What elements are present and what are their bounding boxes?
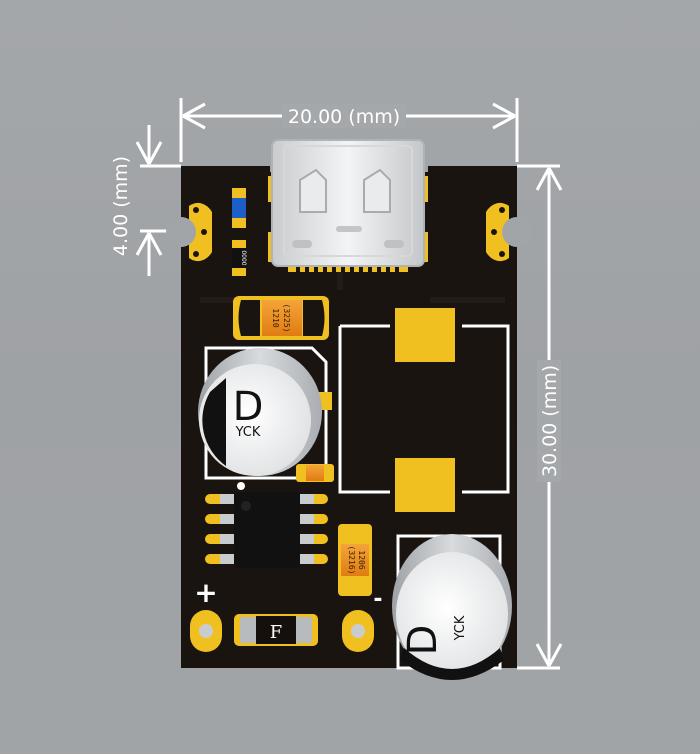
fuse: F bbox=[234, 614, 318, 646]
width-dimension: 20.00 (mm) bbox=[179, 98, 519, 162]
capacitor-bottom-brand: YCK bbox=[453, 615, 468, 641]
inductor-top-code: 1210 bbox=[271, 308, 280, 327]
resistor-code: 0000 bbox=[240, 250, 247, 265]
inductor-bottom-code2: (3216) bbox=[347, 546, 356, 575]
capacitor-top-label: D bbox=[233, 384, 264, 430]
ic-chip bbox=[205, 482, 328, 568]
silk-plus: + bbox=[194, 576, 217, 609]
capacitor-top: D YCK bbox=[198, 346, 332, 480]
smd-resistor: 0000 bbox=[232, 240, 247, 276]
capacitor-top-brand: YCK bbox=[235, 425, 261, 440]
smd-capacitor-blue bbox=[232, 188, 246, 228]
pcb-board: 0000 1210 (3225) D YCK bbox=[166, 139, 532, 680]
capacitor-bottom: D YCK bbox=[392, 534, 512, 680]
power-inductor bbox=[338, 308, 510, 512]
offset-dimension-label: 4.00 (mm) bbox=[110, 156, 132, 256]
width-dimension-label: 20.00 (mm) bbox=[288, 106, 400, 128]
height-dimension-label: 30.00 (mm) bbox=[539, 365, 561, 477]
power-pad-positive: + bbox=[190, 576, 222, 652]
height-dimension: 30.00 (mm) bbox=[517, 164, 563, 670]
inductor-top: 1210 (3225) bbox=[233, 296, 329, 340]
inductor-top-code2: (3225) bbox=[282, 304, 291, 333]
smd-orange-small bbox=[296, 464, 334, 482]
fuse-label: F bbox=[270, 622, 283, 643]
capacitor-bottom-label: D bbox=[400, 625, 446, 656]
power-pad-negative: - bbox=[342, 587, 383, 652]
offset-dimension: 4.00 (mm) bbox=[110, 125, 181, 276]
inductor-bottom-code: 1206 bbox=[357, 550, 366, 569]
silk-minus: - bbox=[373, 587, 382, 612]
mounting-hole-right bbox=[486, 202, 532, 262]
usb-c-connector bbox=[268, 139, 428, 272]
inductor-bottom: 1206 (3216) bbox=[338, 524, 372, 596]
mounting-hole-left bbox=[166, 202, 212, 262]
